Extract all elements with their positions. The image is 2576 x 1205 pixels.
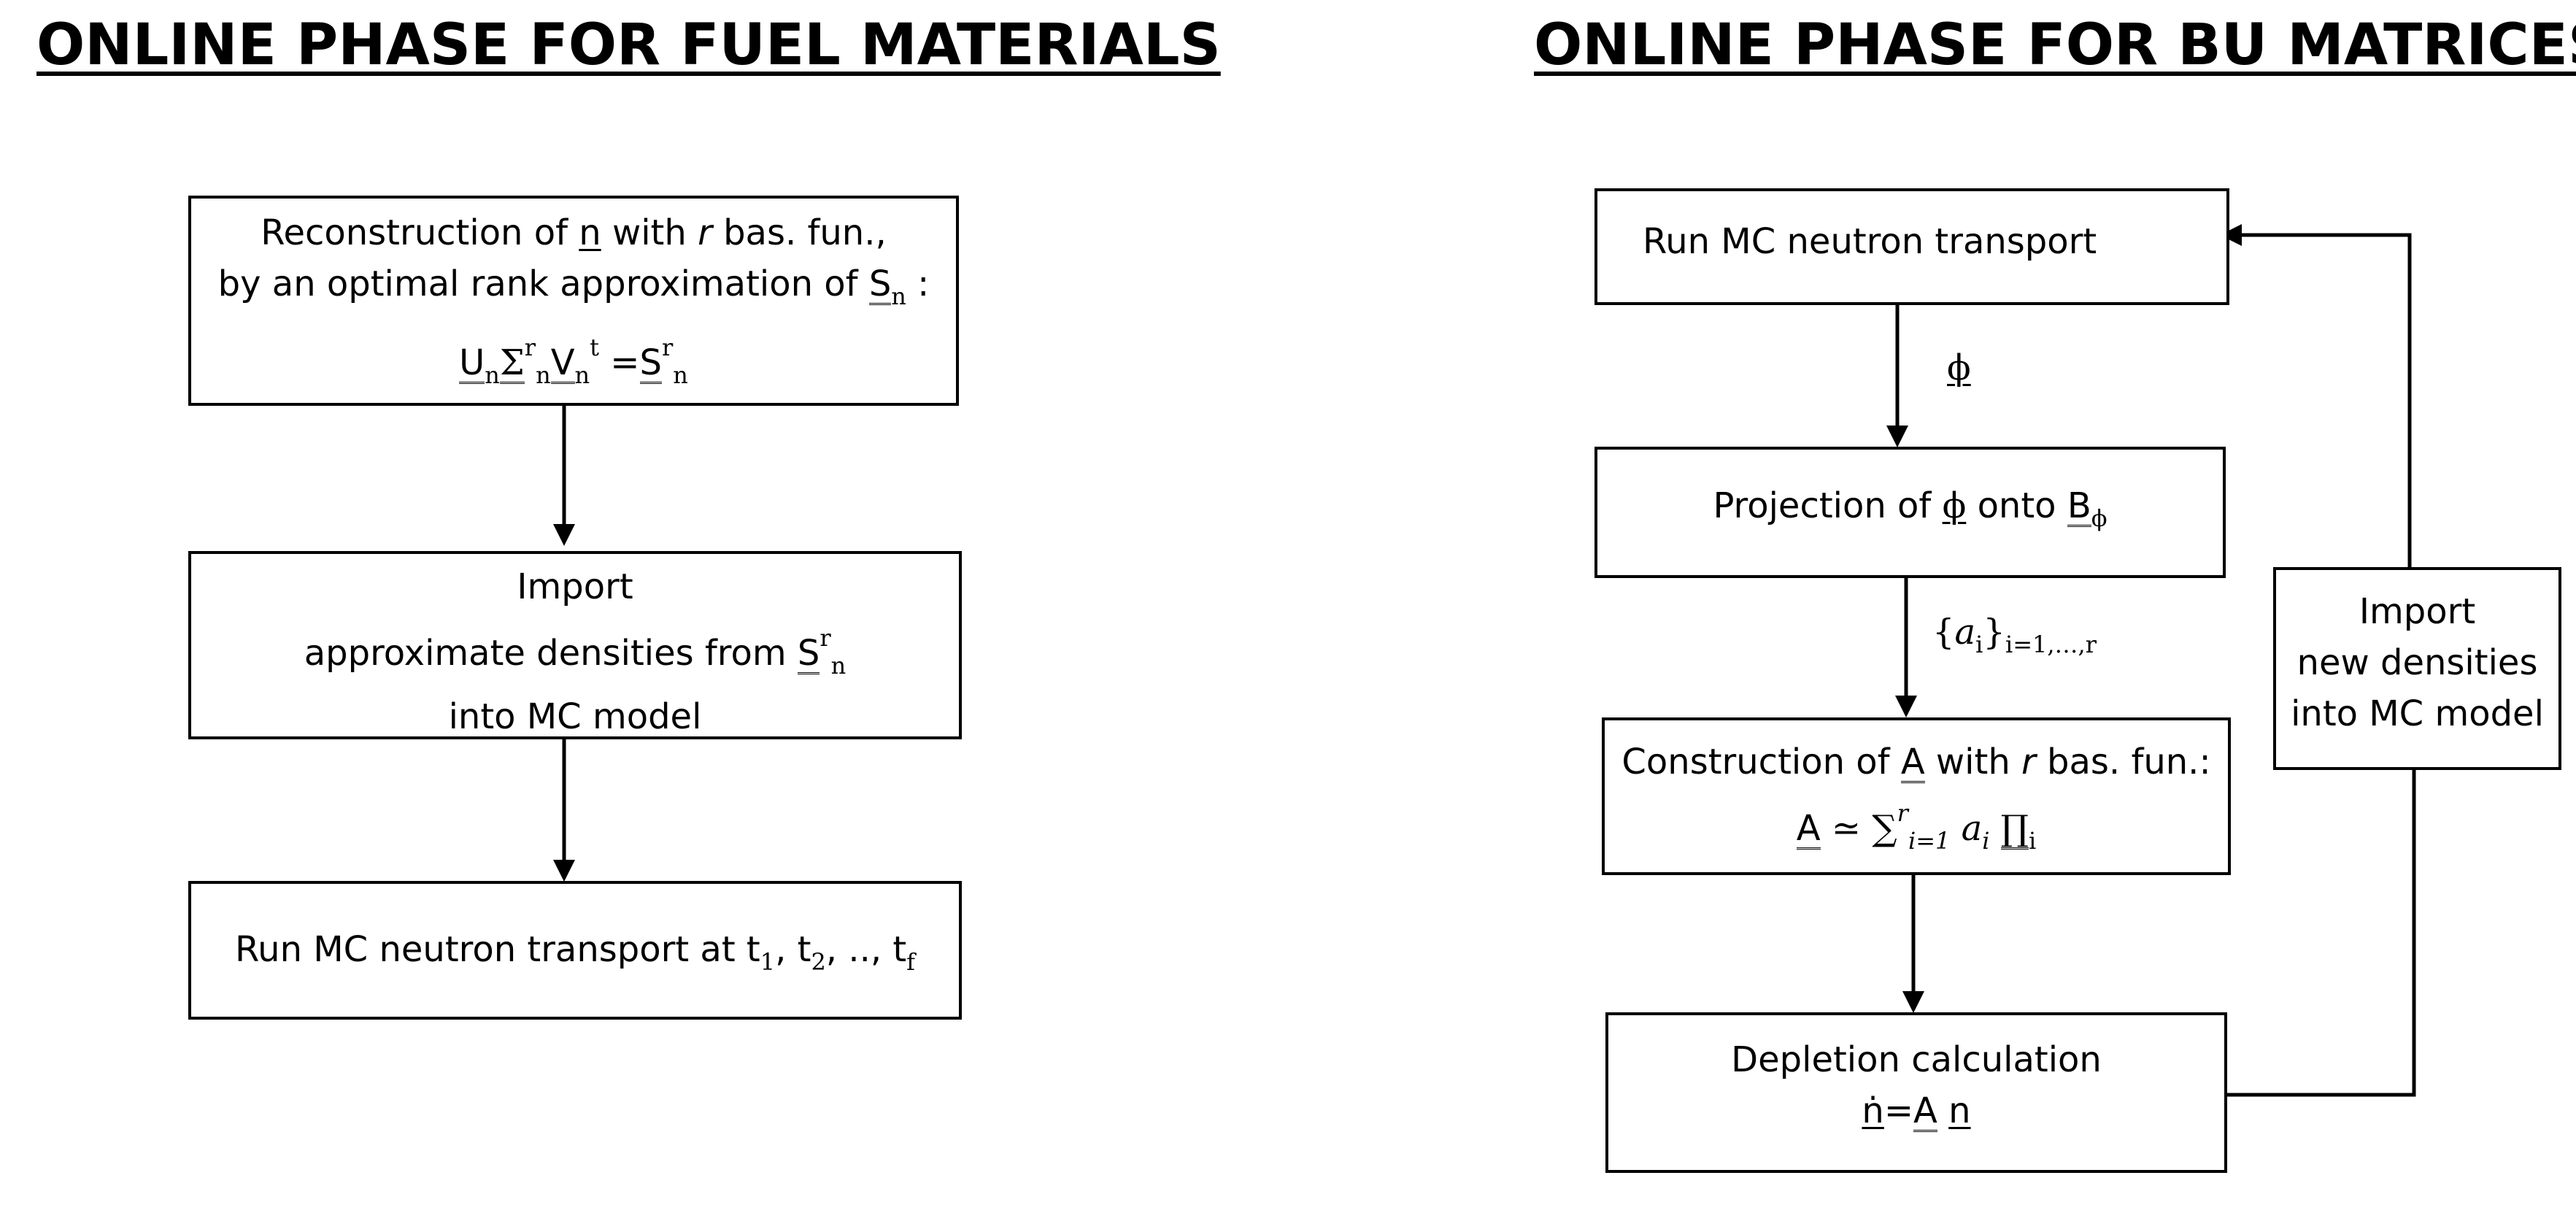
title-bu-matrices: ONLINE PHASE FOR BU MATRICES — [1534, 12, 2576, 78]
import-new-line-1: Import — [2359, 591, 2476, 632]
construction-box: Construction of A with r bas. fun.: A ≃ … — [1602, 717, 2231, 875]
basis-B: B — [2067, 485, 2091, 527]
loop-depletion-to-import — [2226, 769, 2416, 1097]
arrowhead-depletion — [1902, 991, 1924, 1013]
matrix-Sigma-sup: r — [524, 334, 536, 361]
depletion-box: Depletion calculation ṅ=A n — [1605, 1012, 2227, 1173]
reconstruction-text-4: by an optimal rank approximation of — [217, 263, 858, 304]
depletion-text: Depletion calculation — [1731, 1039, 2102, 1080]
import-approx-line-1: Import — [517, 566, 633, 607]
import-new-box: Import new densities into MC model — [2273, 567, 2561, 770]
matrix-S-r: S — [639, 342, 662, 384]
run-mc-box: Run MC neutron transport — [1594, 188, 2229, 305]
eq-sum: ∑ — [1872, 808, 1897, 849]
arrowhead-projection — [1886, 426, 1908, 447]
edge-label-phi: ϕ — [1947, 347, 1971, 388]
coeff-a: a — [1954, 612, 1976, 652]
svd-equals: = — [610, 342, 640, 383]
projection-text-2: onto — [1977, 485, 2056, 526]
arrowhead-run-left — [553, 860, 575, 882]
time-sub-2: 2 — [811, 948, 826, 976]
depletion-equation: ṅ=A n — [1608, 1085, 2224, 1136]
import-new-line-2: new densities — [2297, 642, 2538, 683]
reconstruction-text-3: bas. fun., — [723, 212, 887, 253]
reconstruction-text-1: Reconstruction of — [261, 212, 568, 253]
matrix-S-r-sup: r — [661, 334, 674, 361]
time-sub-1: 1 — [760, 948, 776, 976]
construction-text-3: bas. fun.: — [2047, 742, 2211, 782]
coeff-a-sub: i — [1975, 631, 1983, 658]
eq-sum-sub: i=1 — [1908, 827, 1951, 855]
matrix-S-r-sub: n — [673, 361, 688, 389]
matrix-S-approx: S — [797, 633, 820, 674]
title-fuel-materials: ONLINE PHASE FOR FUEL MATERIALS — [36, 12, 1221, 78]
matrix-S-approx-sub: n — [830, 652, 847, 680]
edge-label-coefficients: {ai}i=1,…,r — [1932, 612, 2097, 658]
eq-a-sub: i — [1982, 827, 1990, 855]
matrix-V-sub: n — [574, 361, 590, 389]
run-mc-times-box: Run MC neutron transport at t1, t2, .., … — [188, 881, 962, 1020]
construction-symbol-r: r — [2021, 742, 2036, 782]
matrix-V-sup: t — [590, 334, 600, 361]
projection-box: Projection of ϕ onto Bϕ — [1594, 447, 2226, 578]
eq-dep-A: A — [1913, 1090, 1937, 1132]
reconstruction-box: Reconstruction of n with r bas. fun., by… — [188, 196, 959, 406]
time-sep-2: , .., t — [825, 929, 907, 970]
import-approx-line-2: approximate densities from — [304, 633, 787, 674]
edge-phi-symbol: ϕ — [1947, 347, 1971, 388]
construction-text-2: with — [1935, 742, 2010, 782]
eq-sum-sup: r — [1897, 799, 1908, 827]
loop-import-to-run — [2240, 233, 2412, 567]
reconstruction-text-2: with — [612, 212, 687, 253]
matrix-U: U — [459, 342, 485, 384]
reconstruction-colon: : — [917, 263, 930, 304]
eq-ndot: ṅ — [1862, 1090, 1884, 1131]
eq-Pi: ∏ — [2000, 808, 2029, 850]
svd-equation: UnΣrnVnt =Srn — [191, 322, 956, 401]
matrix-S-approx-sup: r — [820, 624, 831, 652]
matrix-S: S — [868, 263, 892, 305]
run-mc-times-text: Run MC neutron transport at t — [234, 929, 760, 970]
coeff-close-brace: } — [1983, 612, 2005, 652]
coeff-open-brace: { — [1932, 612, 1955, 652]
construction-text-1: Construction of — [1621, 742, 1890, 782]
time-sep-1: , t — [775, 929, 811, 970]
eq-a: a — [1961, 808, 1983, 849]
import-approx-line-3: into MC model — [448, 696, 702, 737]
projection-text-1: Projection of — [1713, 485, 1932, 526]
symbol-r: r — [698, 212, 712, 253]
eq-dep-equals: = — [1883, 1090, 1914, 1131]
matrix-A: A — [1900, 742, 1925, 783]
time-sub-f: f — [906, 948, 916, 976]
matrix-S-sub: n — [891, 282, 906, 310]
run-mc-text: Run MC neutron transport — [1643, 221, 2097, 262]
construction-equation: A ≃ ∑ri=1 ai ∏i — [1605, 788, 2228, 866]
basis-B-sub: ϕ — [2091, 504, 2108, 532]
matrix-Sigma: Σ — [499, 342, 525, 384]
matrix-U-sub: n — [485, 361, 500, 389]
matrix-V: V — [550, 342, 575, 384]
symbol-n: n — [579, 212, 601, 253]
coeff-range: i=1,…,r — [2005, 631, 2097, 658]
eq-dep-n: n — [1948, 1090, 1971, 1131]
import-approx-box: Import approximate densities from Srn in… — [188, 551, 962, 739]
symbol-phi: ϕ — [1942, 485, 1967, 526]
arrowhead-import — [553, 524, 575, 546]
eq-matrix-A: A — [1796, 808, 1821, 850]
arrowhead-construction — [1895, 696, 1917, 717]
matrix-Sigma-sub: n — [536, 361, 551, 389]
eq-approx: ≃ — [1831, 808, 1862, 849]
import-new-line-3: into MC model — [2291, 693, 2544, 734]
eq-Pi-sub: i — [2028, 827, 2037, 855]
